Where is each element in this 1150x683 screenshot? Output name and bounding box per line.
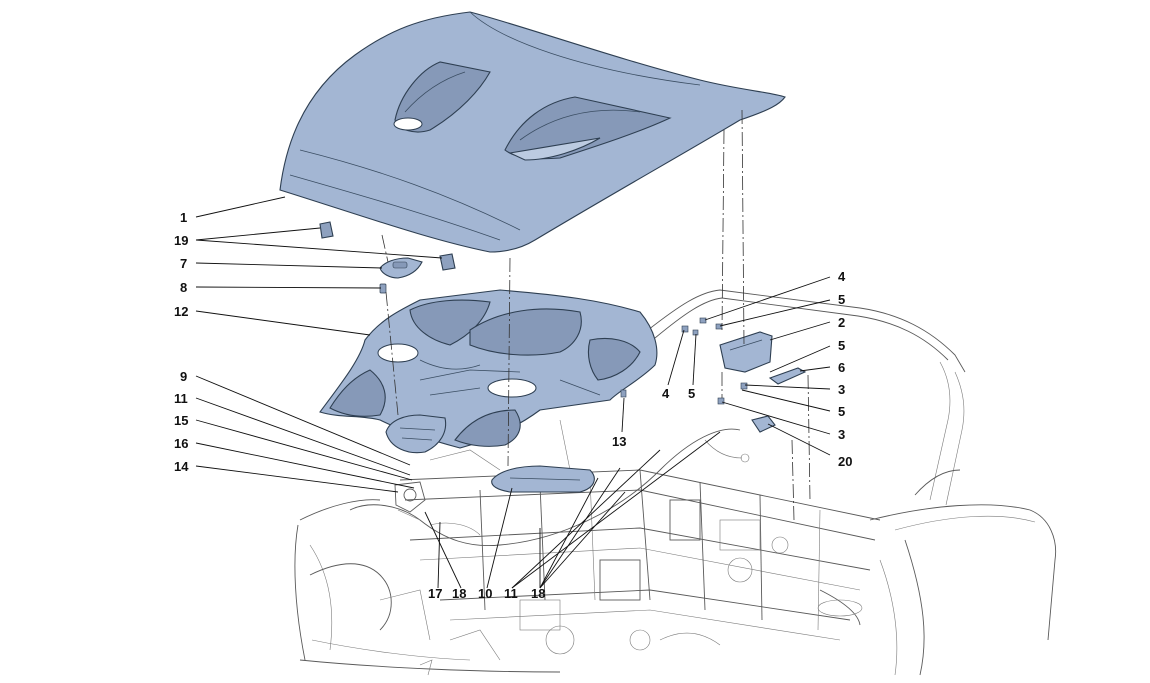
callout-6: 6 — [838, 360, 845, 375]
assembly-axis-lines — [381, 109, 811, 521]
callout-13: 13 — [612, 434, 626, 449]
callout-17: 17 — [428, 586, 442, 601]
insulation-panel — [319, 289, 658, 449]
callout-1: 1 — [180, 210, 187, 225]
callout-18-right: 18 — [531, 586, 545, 601]
screw-8 — [379, 283, 387, 294]
callout-5-b: 5 — [838, 338, 845, 353]
callout-7: 7 — [180, 256, 187, 271]
bumper-19-left — [319, 221, 334, 239]
hinge-plate-6 — [768, 367, 807, 385]
release-cover-10 — [491, 465, 595, 493]
car-body-frame — [294, 289, 1057, 676]
latch-cover-7 — [379, 257, 423, 279]
hood-panel — [279, 11, 786, 253]
latch-plate-9 — [385, 414, 447, 454]
hinge-2 — [719, 331, 773, 373]
callout-5-lower: 5 — [688, 386, 695, 401]
callout-5-c: 5 — [838, 404, 845, 419]
callout-11: 11 — [174, 391, 188, 406]
callout-4-upper: 4 — [838, 269, 846, 284]
callout-4-lower: 4 — [662, 386, 670, 401]
callout-3-a: 3 — [838, 382, 845, 397]
callout-10: 10 — [478, 586, 492, 601]
callout-19: 19 — [174, 233, 188, 248]
bumper-19-right — [439, 253, 456, 271]
callout-2: 2 — [838, 315, 845, 330]
callout-20: 20 — [838, 454, 852, 469]
callout-9: 9 — [180, 369, 187, 384]
fastener-13 — [620, 389, 627, 398]
callout-8: 8 — [180, 280, 187, 295]
callout-14: 14 — [174, 459, 189, 474]
sensor-20 — [751, 415, 776, 433]
latch-assembly-14 — [394, 481, 426, 521]
callout-3-b: 3 — [838, 427, 845, 442]
callout-5-upper: 5 — [838, 292, 845, 307]
leader-lines — [195, 196, 831, 589]
callout-11-bottom: 11 — [504, 586, 518, 601]
callout-12: 12 — [174, 304, 188, 319]
callout-16: 16 — [174, 436, 188, 451]
callout-15: 15 — [174, 413, 188, 428]
callout-labels: 1 19 7 8 12 9 11 15 16 14 13 4 5 2 5 6 3… — [174, 210, 852, 601]
callout-18-left: 18 — [452, 586, 466, 601]
